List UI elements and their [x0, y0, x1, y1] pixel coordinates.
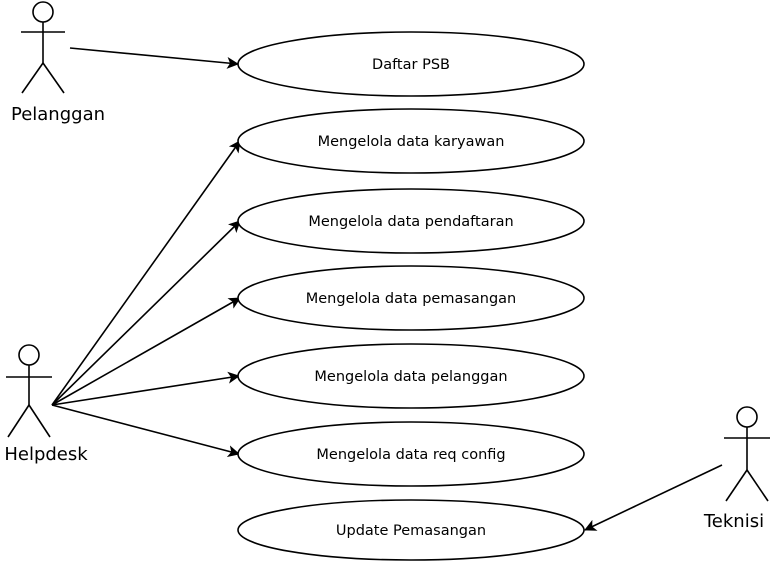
use-case-update-pemasangan[interactable]: Update Pemasangan	[237, 499, 585, 561]
association-helpdesk-req-config	[51, 404, 240, 458]
association-pelanggan-daftar-psb	[69, 47, 239, 69]
use-case-karyawan[interactable]: Mengelola data karyawan	[237, 108, 585, 174]
use-case-label: Mengelola data pendaftaran	[308, 214, 513, 230]
association-helpdesk-pelanggan	[51, 371, 240, 406]
use-case-label: Mengelola data pelanggan	[314, 369, 507, 385]
associations	[51, 47, 723, 531]
association-helpdesk-karyawan	[51, 140, 241, 406]
stick-figure-icon	[21, 1, 65, 94]
stick-figure-icon	[724, 406, 770, 502]
use-case-label: Update Pemasangan	[336, 523, 486, 539]
association-helpdesk-pendaftaran	[51, 220, 241, 406]
use-case-daftar-psb[interactable]: Daftar PSB	[237, 31, 585, 97]
use-case-label: Mengelola data karyawan	[318, 134, 505, 150]
actor-label-teknisi: Teknisi	[703, 511, 764, 532]
use-case-label: Mengelola data req config	[316, 447, 505, 463]
use-case-pemasangan[interactable]: Mengelola data pemasangan	[237, 265, 585, 331]
association-teknisi-update-pemasangan	[584, 464, 723, 531]
use-case-label: Daftar PSB	[372, 57, 450, 73]
actor-helpdesk[interactable]: Helpdesk	[4, 344, 88, 465]
use-case-pendaftaran[interactable]: Mengelola data pendaftaran	[237, 188, 585, 254]
use-case-req-config[interactable]: Mengelola data req config	[237, 421, 585, 487]
association-helpdesk-pemasangan	[51, 297, 241, 406]
actor-teknisi[interactable]: Teknisi	[703, 406, 770, 532]
actor-label-helpdesk: Helpdesk	[4, 444, 88, 465]
actor-label-pelanggan: Pelanggan	[11, 104, 105, 125]
actor-pelanggan[interactable]: Pelanggan	[11, 1, 105, 125]
use-case-label: Mengelola data pemasangan	[306, 291, 516, 307]
use-case-pelanggan[interactable]: Mengelola data pelanggan	[237, 343, 585, 409]
stick-figure-icon	[6, 344, 52, 438]
